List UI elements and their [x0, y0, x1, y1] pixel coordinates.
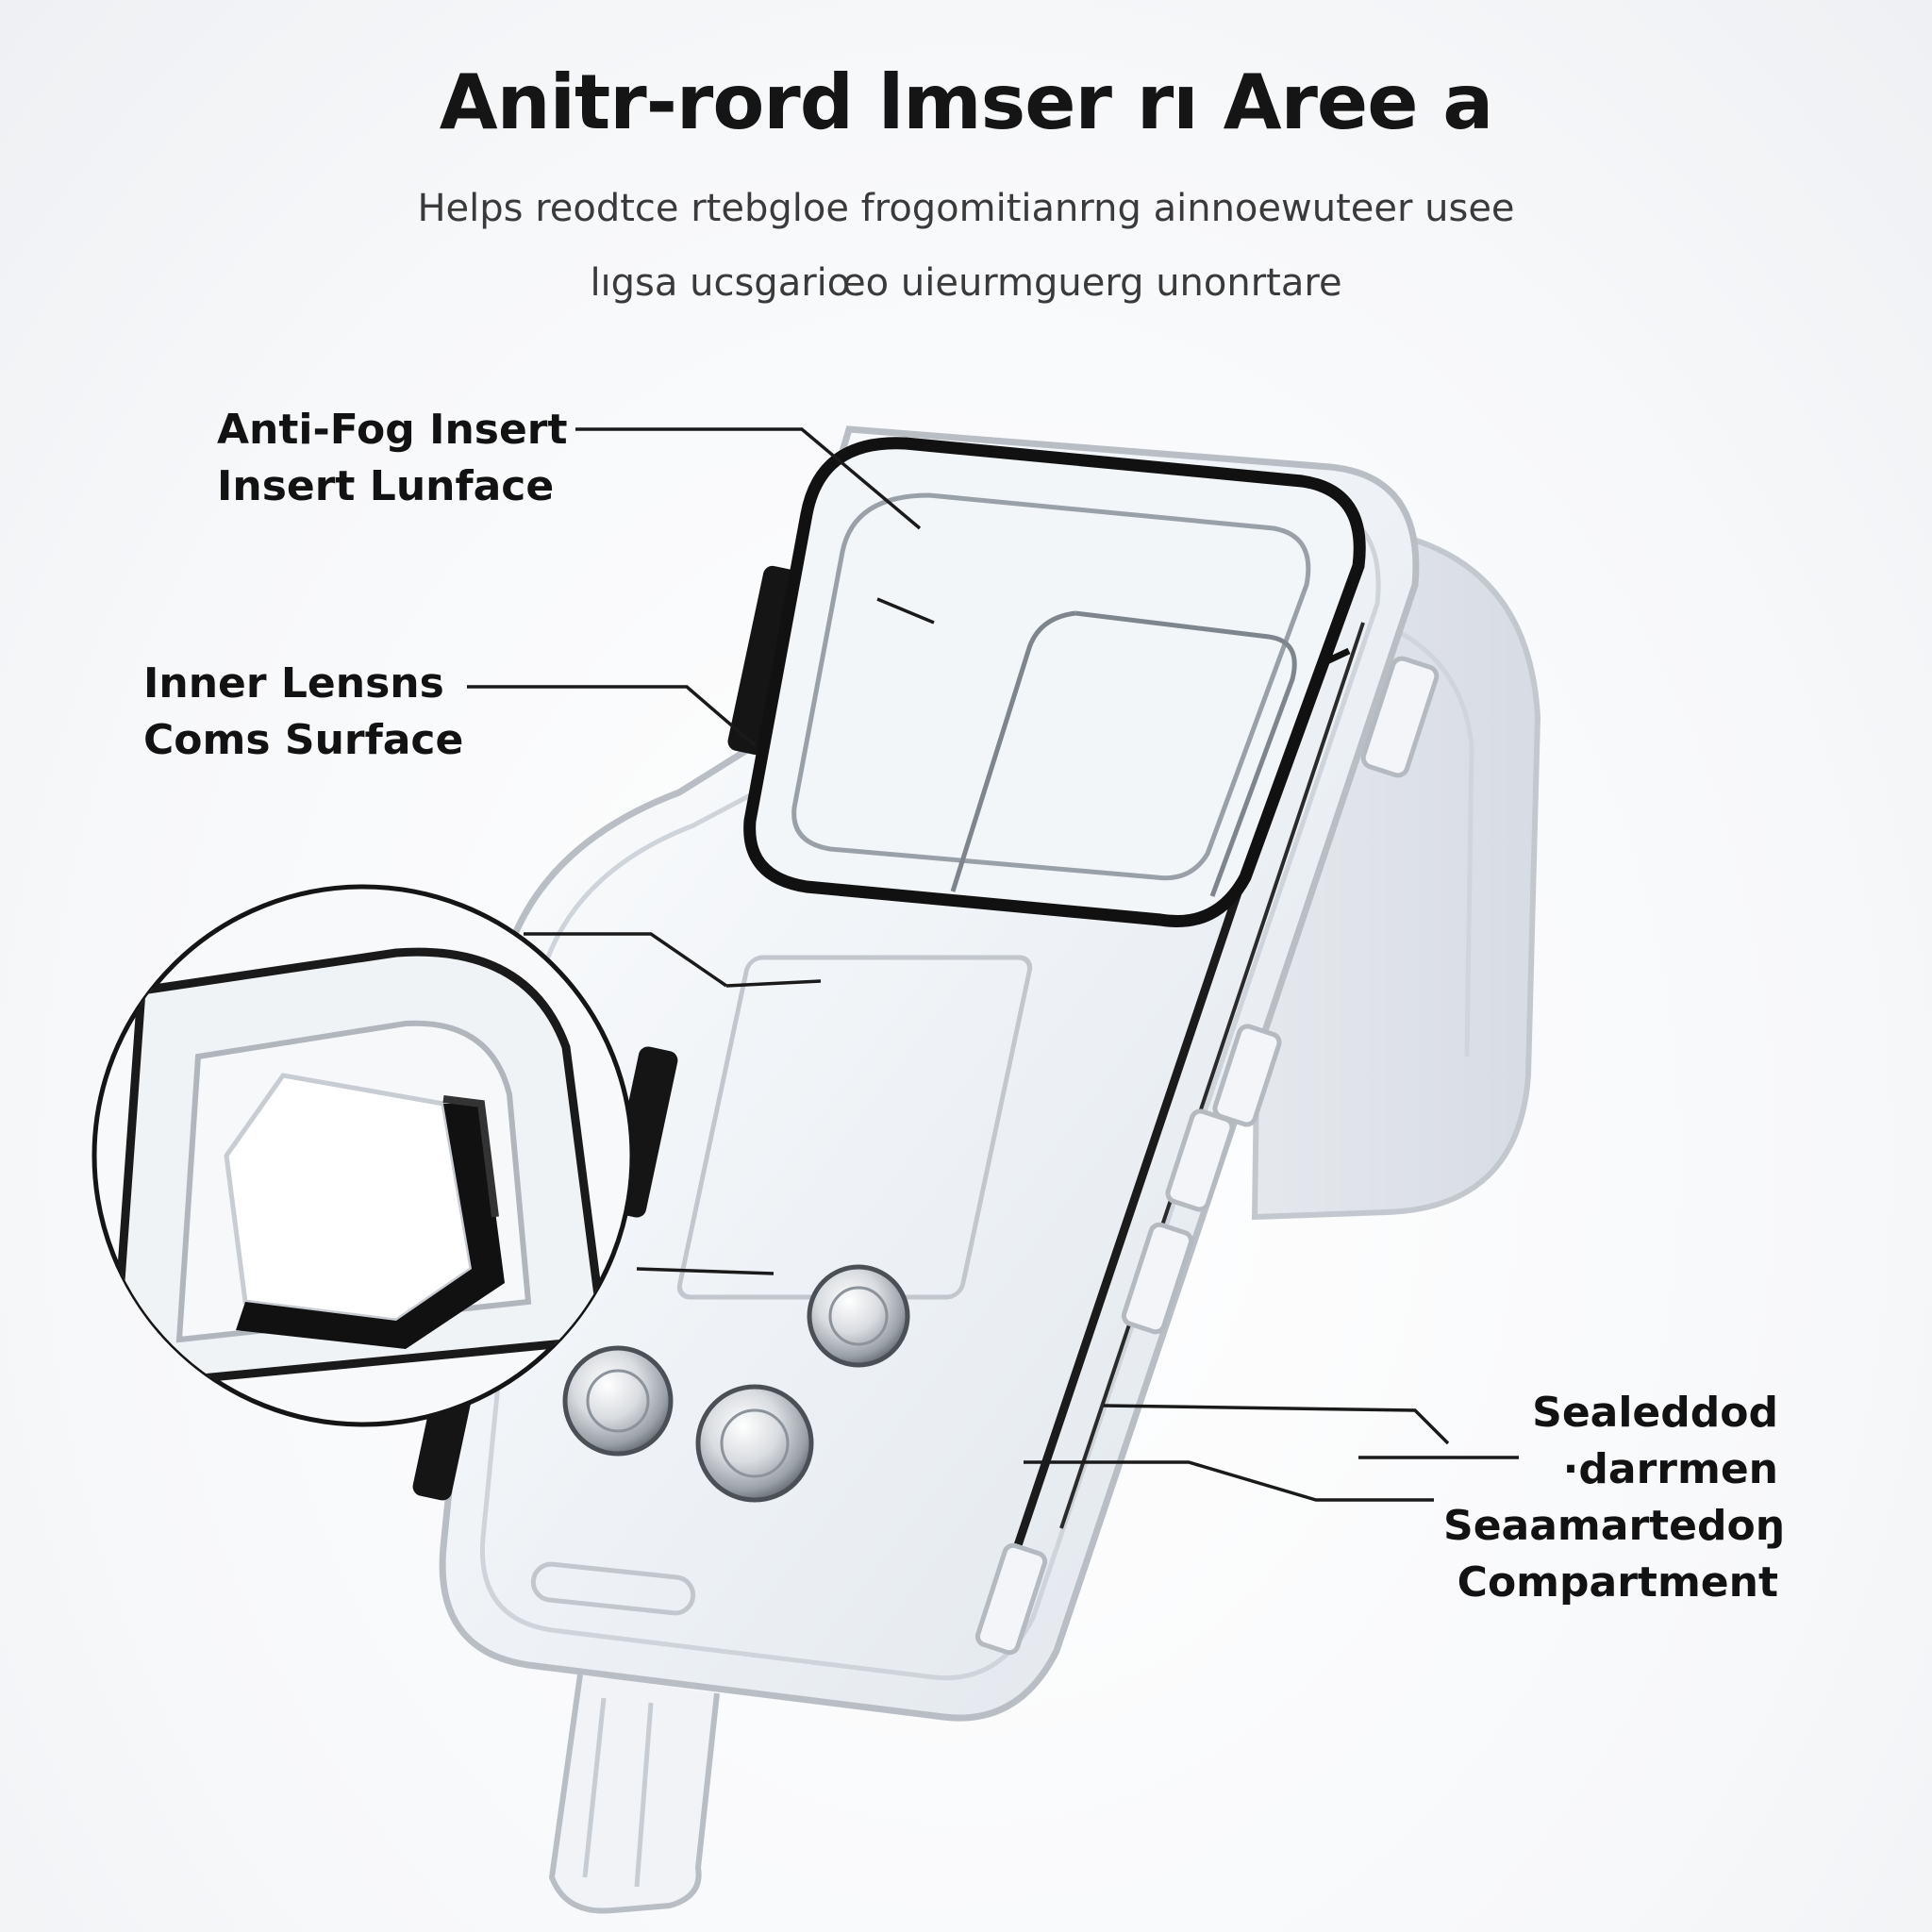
- leader-inset-tail: [725, 979, 822, 988]
- callout-sealed-compartment: Sealeddod ·darrmen Seaamartedoŋ Compartm…: [1443, 1385, 1786, 1611]
- callout-sealed-line4: Compartment: [1457, 1558, 1778, 1607]
- leader-sealed-1: [1103, 1404, 1450, 1445]
- leader-screen: [636, 1267, 774, 1275]
- subtitle-line-1: Helps reodtce rtebgloe frogomitianrng ai…: [417, 187, 1515, 230]
- leader-inner-lens: [467, 685, 757, 747]
- callout-anti-fog-line2: Insert Lunface: [217, 462, 555, 510]
- leader-inset: [524, 932, 727, 988]
- callout-inner-lens-line2: Coms Surface: [143, 716, 464, 764]
- callout-sealed-line2: ·darrmen: [1562, 1445, 1778, 1493]
- subtitle-line-2: lıgsa ucsgariœo uieurmguerg unonrtare: [590, 261, 1342, 305]
- control-button: [695, 1384, 814, 1503]
- leader-lines: [467, 427, 1519, 1502]
- leader-anti-fog-tick: [876, 597, 935, 625]
- page-title: Anitr-rord lmser rı Aree a: [439, 58, 1494, 146]
- control-buttons: [530, 1264, 910, 1616]
- callout-sealed-line1: Sealeddod: [1532, 1389, 1778, 1437]
- hinge-latches: [974, 656, 1440, 1656]
- callout-sealed-line3: Seaamartedoŋ: [1443, 1502, 1786, 1550]
- leader-anti-fog: [575, 427, 922, 530]
- callout-anti-fog-line1: Anti-Fog Insert: [217, 406, 568, 454]
- control-button: [562, 1345, 674, 1457]
- leader-sealed-3: [1024, 1460, 1434, 1502]
- callout-anti-fog: Anti-Fog Insert Insert Lunface: [217, 402, 568, 515]
- lens-window: [743, 437, 1366, 927]
- magnified-lens-inset: [92, 884, 635, 1427]
- callout-inner-lens-line1: Inner Lensns: [143, 659, 444, 708]
- control-button: [807, 1264, 910, 1368]
- callout-inner-lens: Inner Lensns Coms Surface: [143, 656, 463, 769]
